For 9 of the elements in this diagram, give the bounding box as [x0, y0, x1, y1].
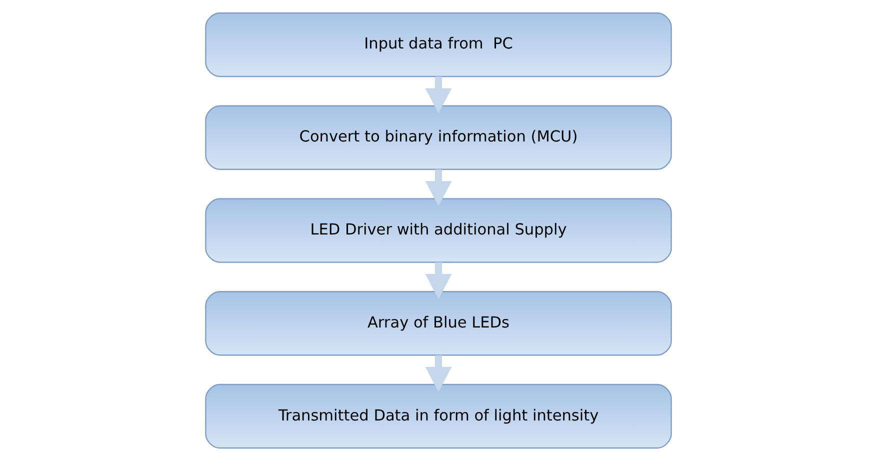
- node-box: Transmitted Data in form of light intensity: [204, 384, 672, 449]
- node-box: Array of Blue LEDs: [204, 291, 672, 356]
- node-box: Convert to binary information (MCU): [204, 105, 672, 170]
- arrow: [424, 355, 452, 392]
- node-box: LED Driver with additional Supply: [204, 198, 672, 263]
- arrow: [424, 76, 452, 114]
- arrow: [424, 169, 452, 206]
- node-box: Input data from PC: [204, 12, 672, 78]
- arrow: [424, 262, 452, 300]
